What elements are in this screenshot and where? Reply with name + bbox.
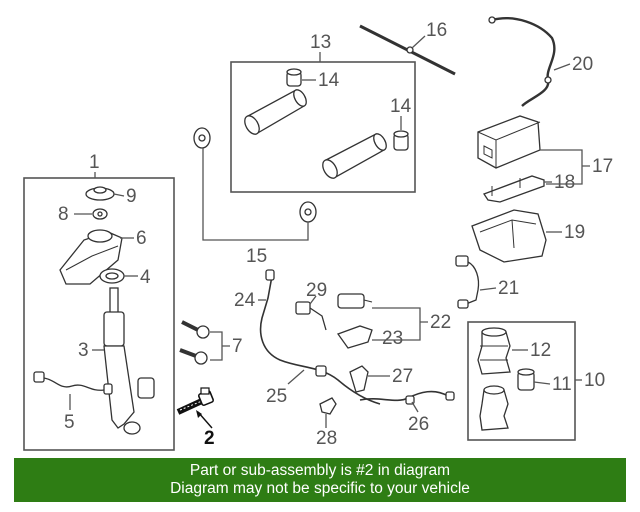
part-27-bracket[interactable] [349,365,369,393]
callout-12: 12 [530,340,551,361]
callout-20: 20 [572,54,593,75]
leader-29 [309,295,317,305]
callout-26: 26 [408,414,429,435]
callout-13: 13 [310,32,331,53]
part-3-shock-absorber[interactable] [103,287,155,435]
callout-24: 24 [234,290,256,311]
part-12-bump-stop[interactable] [477,327,511,375]
group-box-13 [230,61,416,193]
leader-15 [202,148,309,241]
part-19-tray[interactable] [471,209,547,263]
callout-2: 2 [204,428,215,449]
part-7-bolt-bottom[interactable] [179,348,208,365]
callout-10: 10 [584,370,605,391]
part-14-cap-right[interactable] [393,130,409,151]
callout-1: 1 [89,152,100,173]
callout-7: 7 [232,336,243,357]
part-13-canister-left[interactable] [242,88,309,137]
part-25-harness[interactable] [259,269,381,405]
callout-21: 21 [498,278,519,299]
callout-3: 3 [78,340,89,361]
callout-15: 15 [246,246,267,267]
part-18-bracket[interactable] [483,175,545,203]
part-28-clip[interactable] [319,397,337,415]
part-29-sensor[interactable] [295,301,327,331]
part-11-bushing[interactable] [517,368,535,391]
group-box-10 [467,321,576,441]
callout-8: 8 [58,204,69,225]
callout-5: 5 [64,412,75,433]
callout-17: 17 [592,156,613,177]
notice-banner: Part or sub-assembly is #2 in diagram Di… [14,458,626,502]
callout-14-top: 14 [318,70,340,91]
part-17-module[interactable] [477,115,541,169]
part-10-jounce-bumper[interactable] [479,385,509,431]
leader-21 [479,287,497,291]
callout-28: 28 [316,428,337,449]
part-16-rod[interactable] [359,24,456,76]
leader-7 [210,331,230,361]
part-22-sensor[interactable] [337,293,373,309]
part-15-clip-top[interactable] [193,127,211,149]
callout-27: 27 [392,366,413,387]
leader-9 [113,193,125,197]
part-15-clip-bottom[interactable] [299,201,317,223]
part-5-sensor-wire[interactable] [33,371,113,395]
callout-11: 11 [552,374,572,395]
callout-14-right: 14 [390,96,412,117]
part-14-cap-top[interactable] [286,68,302,87]
part-7-bolt-top[interactable] [181,320,210,339]
group-box-1 [23,177,175,451]
leader-26 [411,401,419,413]
callout-29: 29 [306,280,327,301]
leader-11 [533,381,551,385]
callout-23: 23 [382,328,403,349]
part-4-washer[interactable] [99,268,125,284]
leader-20 [553,63,571,71]
part-9-mount[interactable] [85,186,115,201]
part-6-upper-mount[interactable] [59,229,123,285]
part-20-hose[interactable] [488,16,556,107]
banner-line-1: Part or sub-assembly is #2 in diagram [189,462,451,479]
leader-16 [411,35,426,49]
leader-17 [540,149,590,185]
callout-16: 16 [426,20,447,41]
part-21-sensor[interactable] [455,255,480,309]
part-23-bracket[interactable] [336,325,373,349]
callout-19: 19 [564,222,585,243]
leader-25 [287,369,305,385]
leader-22 [372,307,428,341]
banner-line-2: Diagram may not be specific to your vehi… [170,480,470,497]
callout-25: 25 [266,386,287,407]
callout-6: 6 [136,228,147,249]
callout-18: 18 [554,172,575,193]
callout-9: 9 [126,186,137,207]
part-13-canister-right[interactable] [320,132,389,181]
callout-22: 22 [430,312,451,333]
callout-4: 4 [140,267,151,288]
arrow-2 [196,410,202,418]
part-8-nut[interactable] [92,208,108,220]
part-2-bolt[interactable] [176,387,215,415]
